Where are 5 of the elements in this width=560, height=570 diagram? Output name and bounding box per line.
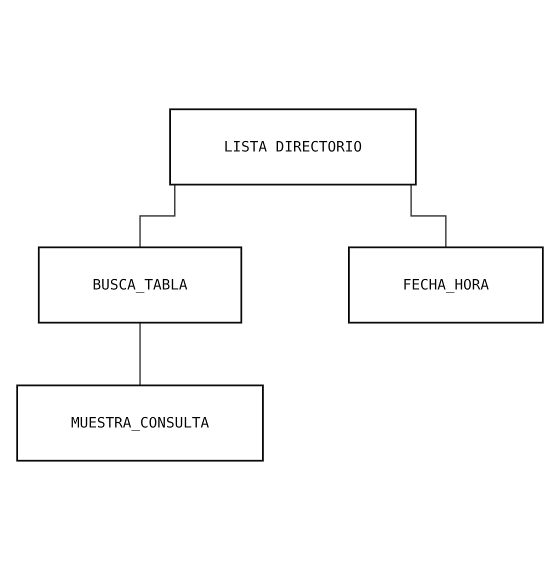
node-box: LISTA DIRECTORIO — [169, 108, 417, 186]
node-box: FECHA_HORA — [348, 246, 544, 324]
node-box: MUESTRA_CONSULTA — [16, 384, 264, 462]
node-box: BUSCA_TABLA — [38, 246, 242, 324]
connector — [139, 322, 141, 386]
